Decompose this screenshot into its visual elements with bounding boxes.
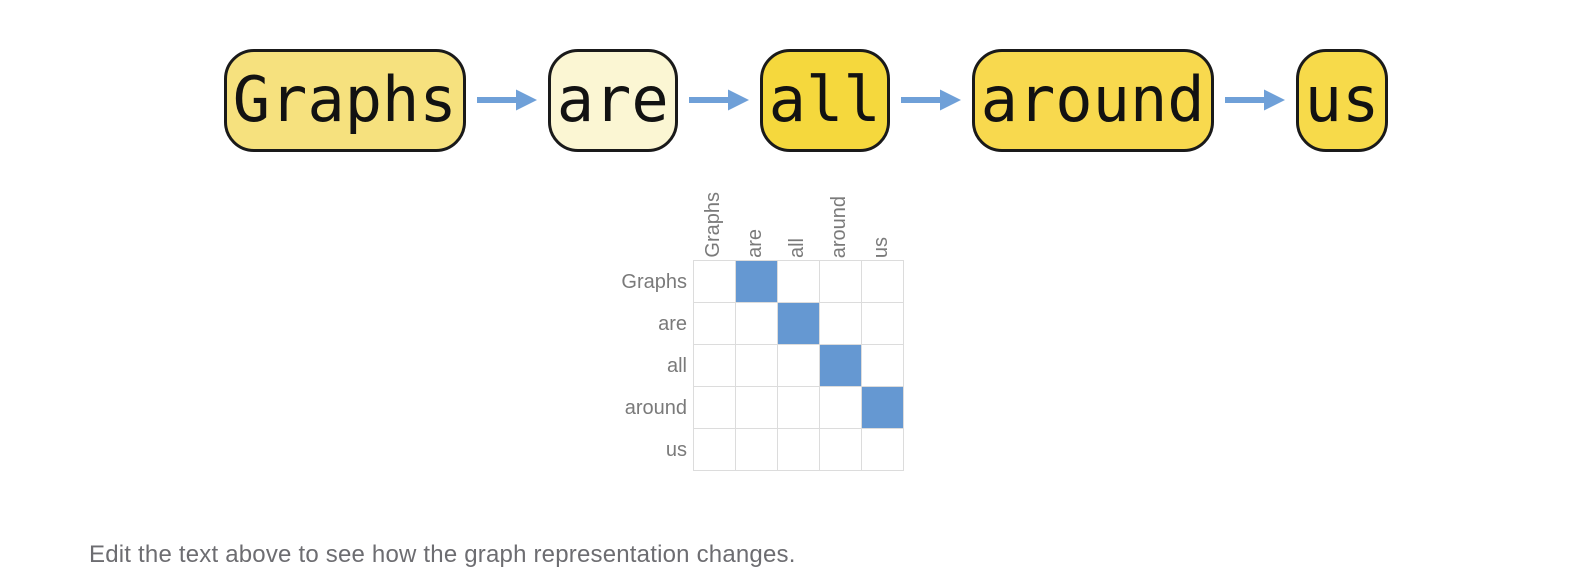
word-node-are[interactable]: are [547,48,678,152]
matrix-cell-r2-c0 [694,345,735,386]
matrix-cell-r4-c1 [736,429,777,470]
matrix-row-label: are [658,312,687,335]
matrix-cell-r4-c0 [694,429,735,470]
matrix-cell-r3-c2 [778,387,819,428]
matrix-cell-r2-c1 [736,345,777,386]
arrow-icon [1224,85,1286,115]
arrow-icon [476,85,538,115]
matrix-cell-r0-c1 [736,261,777,302]
word-node-around[interactable]: around [971,48,1214,152]
matrix-column-label-cell: all [777,172,818,258]
matrix-column-label: all [786,237,808,258]
matrix-cell-r3-c3 [820,387,861,428]
matrix-cell-r4-c4 [862,429,903,470]
matrix-row-label: Graphs [621,270,687,293]
arrow-icon [900,85,962,115]
matrix-cell-r1-c3 [820,303,861,344]
matrix-row-label: all [666,354,687,377]
matrix-cell-r0-c3 [820,261,861,302]
matrix-column-label-cell: are [735,172,776,258]
matrix-grid [693,260,904,471]
matrix-cell-r0-c2 [778,261,819,302]
matrix-row-labels: Graphs are all around us [592,261,687,471]
matrix-column-label: Graphs [702,192,724,258]
matrix-cell-r1-c2 [778,303,819,344]
word-node-all[interactable]: all [759,48,890,152]
matrix-column-label-cell: around [819,172,860,258]
matrix-cell-r0-c4 [862,261,903,302]
matrix-cell-r3-c0 [694,387,735,428]
matrix-column-label: around [828,195,850,258]
matrix-column-label-cell: us [861,172,902,258]
matrix-cell-r2-c2 [778,345,819,386]
word-node-graphs[interactable]: Graphs [223,48,466,152]
matrix-cell-r3-c4 [862,387,903,428]
matrix-cell-r4-c2 [778,429,819,470]
matrix-column-label: are [744,229,766,258]
matrix-cell-r1-c0 [694,303,735,344]
matrix-column-label-cell: Graphs [693,172,734,258]
matrix-cell-r1-c1 [736,303,777,344]
matrix-cell-r3-c1 [736,387,777,428]
arrow-icon [688,85,750,115]
figure-caption: Edit the text above to see how the graph… [89,541,796,568]
matrix-cell-r1-c4 [862,303,903,344]
matrix-column-label: us [870,236,892,258]
matrix-cell-r0-c0 [694,261,735,302]
word-node-us[interactable]: us [1295,48,1389,152]
matrix-row-label: around [624,396,687,419]
matrix-cell-r2-c4 [862,345,903,386]
matrix-row-label: us [665,438,687,461]
matrix-cell-r4-c3 [820,429,861,470]
matrix-cell-r2-c3 [820,345,861,386]
